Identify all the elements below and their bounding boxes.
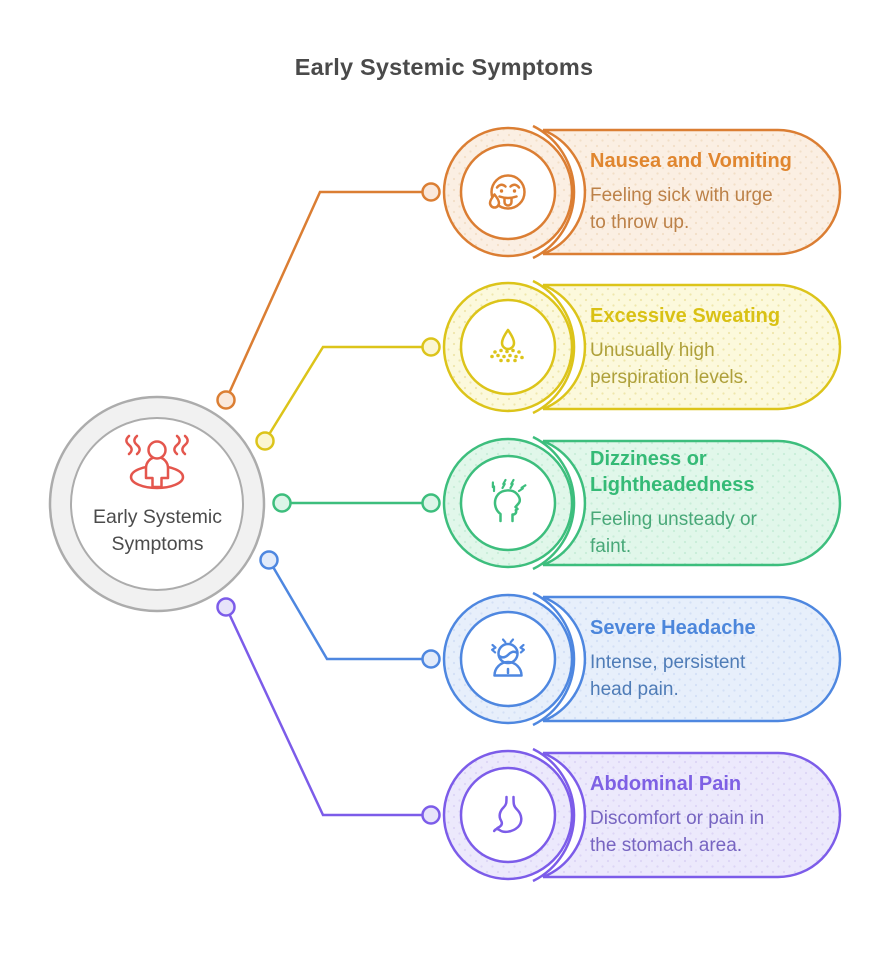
card-description: Feeling unsteady or faint. bbox=[590, 509, 757, 557]
card-nausea bbox=[442, 124, 842, 260]
page-title: Early Systemic Symptoms bbox=[294, 54, 594, 80]
hub-node bbox=[48, 395, 266, 613]
headache-person-icon bbox=[491, 638, 525, 677]
card-abdominal bbox=[442, 747, 842, 883]
dizzy-head-icon bbox=[491, 478, 527, 523]
card-description: Unusually high perspiration levels. bbox=[590, 340, 749, 388]
nauseated-face-icon bbox=[488, 174, 526, 210]
card-dizziness bbox=[442, 435, 842, 571]
card-text-headache: Severe Headache Intense, persistent head… bbox=[590, 597, 838, 721]
connector-sweating bbox=[255, 337, 441, 451]
card-headache bbox=[442, 591, 842, 727]
card-sweating bbox=[442, 279, 842, 415]
sweat-droplet-icon bbox=[490, 328, 524, 363]
stomach-icon bbox=[492, 795, 523, 834]
card-title: Excessive Sweating bbox=[590, 305, 781, 327]
card-text-sweating: Excessive Sweating Unusually high perspi… bbox=[590, 285, 838, 409]
card-title: Dizziness or Lightheadedness bbox=[590, 448, 755, 496]
card-text-abdominal: Abdominal Pain Discomfort or pain in the… bbox=[590, 753, 838, 877]
connector-dizziness bbox=[272, 493, 441, 513]
overheated-person-icon bbox=[125, 434, 189, 490]
card-text-dizziness: Dizziness or Lightheadedness Feeling uns… bbox=[590, 441, 838, 565]
card-text-nausea: Nausea and Vomiting Feeling sick with ur… bbox=[590, 130, 838, 254]
connector-abdominal bbox=[216, 597, 441, 825]
card-title: Abdominal Pain bbox=[590, 773, 742, 795]
card-description: Feeling sick with urge to throw up. bbox=[590, 185, 773, 233]
card-description: Discomfort or pain in the stomach area. bbox=[590, 808, 765, 856]
connector-headache bbox=[259, 550, 441, 669]
card-description: Intense, persistent head pain. bbox=[590, 652, 746, 700]
card-title: Nausea and Vomiting bbox=[590, 150, 792, 172]
connector-nausea bbox=[216, 182, 441, 410]
card-title: Severe Headache bbox=[590, 617, 756, 639]
hub-label: Early Systemic Symptoms bbox=[93, 506, 222, 555]
